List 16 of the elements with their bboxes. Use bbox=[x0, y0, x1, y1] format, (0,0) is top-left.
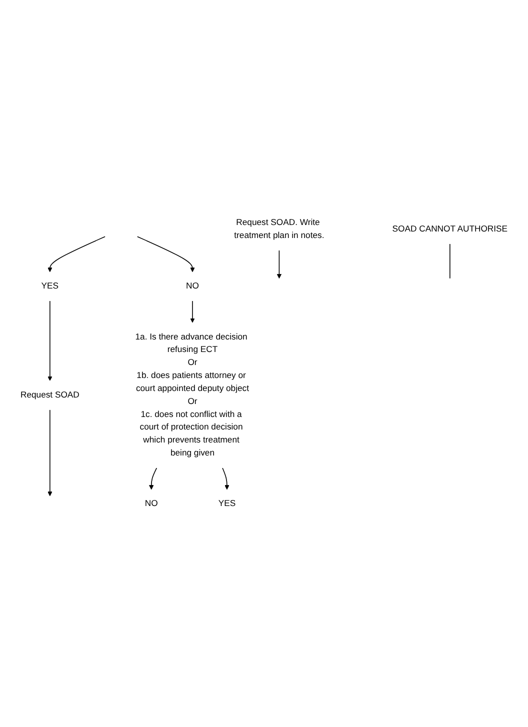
node-text: NO bbox=[186, 282, 199, 291]
arrow bbox=[149, 468, 158, 490]
arrow bbox=[48, 409, 52, 496]
arrow bbox=[276, 250, 282, 279]
node-text: NO bbox=[144, 499, 158, 508]
arrow bbox=[190, 300, 195, 323]
node-text: Request SOAD. Write treatment plan in notes. bbox=[234, 218, 324, 240]
node-text: YES bbox=[41, 282, 59, 291]
arrow bbox=[48, 236, 106, 272]
node-text: Request SOAD bbox=[20, 390, 80, 400]
node-text: 1a. Is there advance decision refusing ECT Or 1b. does patients attorney or court appointed deputy object Or 1c. does not conflict with a court of protection decision which prevents treatment being given bbox=[135, 332, 250, 458]
arrow bbox=[222, 468, 230, 490]
arrow bbox=[136, 236, 195, 272]
node-text: SOAD CANNOT AUTHORISE bbox=[392, 224, 508, 234]
arrow bbox=[48, 300, 52, 381]
node-text: YES bbox=[218, 499, 236, 508]
